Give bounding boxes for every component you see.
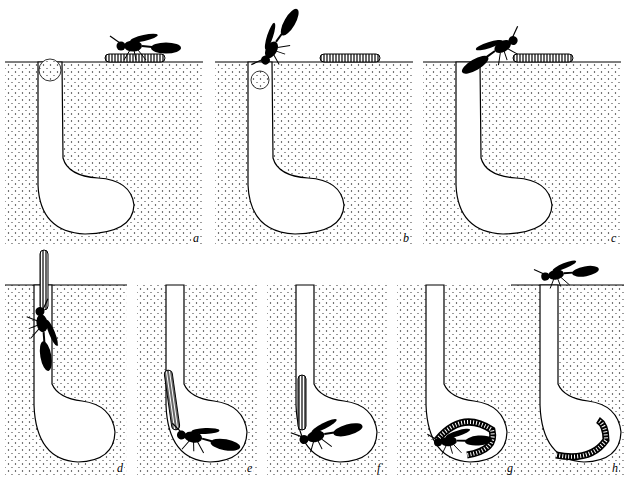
panel-letter: h (611, 462, 619, 474)
panel-g (397, 285, 517, 475)
panel-c (423, 23, 621, 245)
panel-d (5, 250, 127, 475)
panel-letter: b (402, 232, 410, 244)
panel-letter: c (610, 232, 617, 244)
panel-f (267, 285, 387, 475)
panel-letter: g (506, 462, 514, 474)
panel-b (215, 1, 413, 245)
panel-h (511, 255, 624, 475)
panel-letter: d (116, 462, 124, 474)
panel-letter: a (192, 232, 200, 244)
panel-e (137, 285, 257, 475)
panel-a (5, 32, 203, 245)
panel-letter: e (246, 462, 253, 474)
panel-letter: f (376, 462, 381, 474)
